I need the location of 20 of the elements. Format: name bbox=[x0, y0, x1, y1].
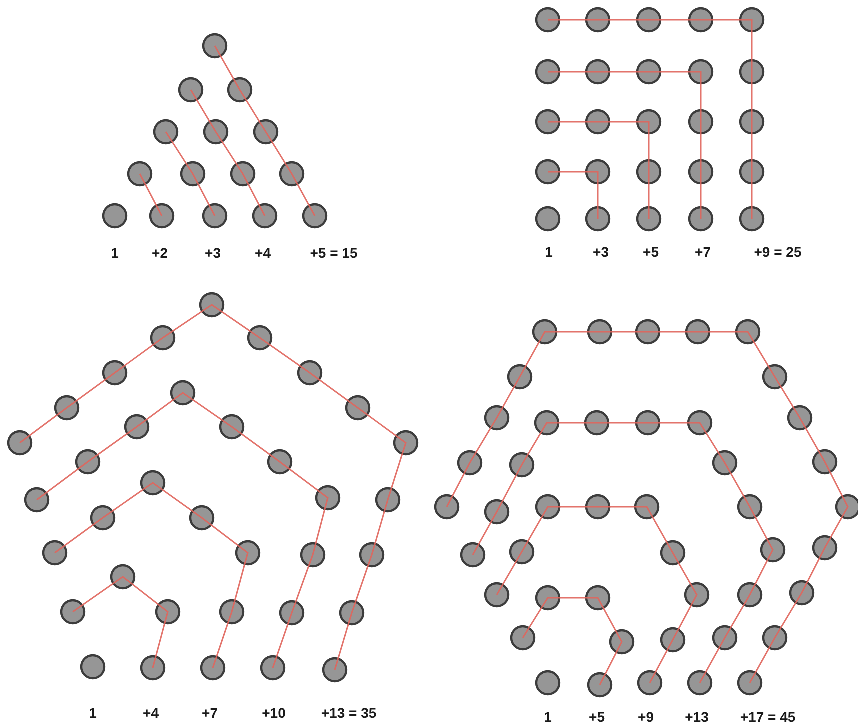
sum-term-label: +2 bbox=[152, 245, 168, 261]
sum-term-label: +4 bbox=[143, 705, 159, 721]
sum-term-label: 1 bbox=[111, 245, 119, 261]
sum-term-label: +5 = 15 bbox=[310, 245, 358, 261]
sum-term-label: 1 bbox=[545, 244, 553, 260]
sum-term-label: 1 bbox=[89, 705, 97, 721]
sum-term-label: +4 bbox=[255, 245, 271, 261]
sum-term-label: +7 bbox=[695, 244, 711, 260]
sum-term-label: +3 bbox=[593, 244, 609, 260]
sum-term-label: +7 bbox=[202, 705, 218, 721]
sum-term-label: +9 = 25 bbox=[754, 244, 802, 260]
sum-term-label: 1 bbox=[544, 709, 552, 725]
sum-term-label: +13 bbox=[685, 709, 709, 725]
sum-term-label: +9 bbox=[638, 709, 654, 725]
sum-term-label: +5 bbox=[643, 244, 659, 260]
sum-term-label: +3 bbox=[205, 245, 221, 261]
sum-term-label: +13 = 35 bbox=[321, 705, 377, 721]
sum-term-label: +10 bbox=[262, 705, 286, 721]
sum-term-label: +17 = 45 bbox=[740, 709, 796, 725]
sum-term-label: +5 bbox=[589, 709, 605, 725]
